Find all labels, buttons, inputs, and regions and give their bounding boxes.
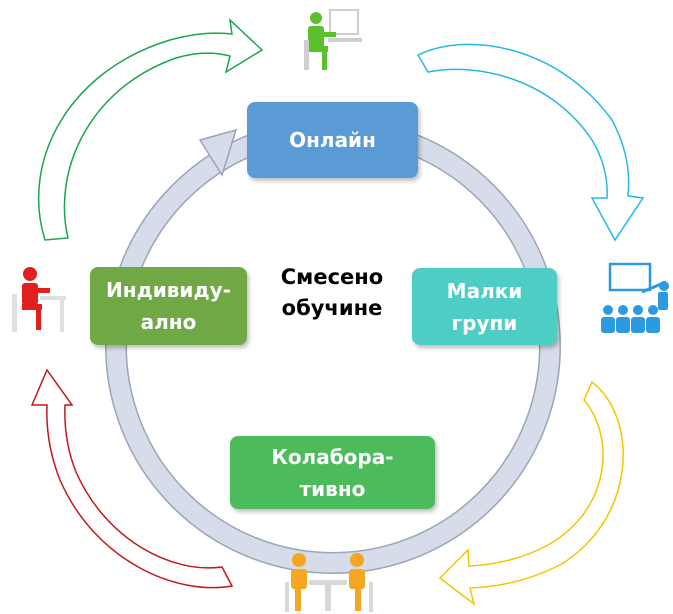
node-collaborative-line2: тивно: [299, 476, 366, 501]
person-at-computer-icon: [304, 9, 362, 70]
node-individual-line2: ално: [140, 310, 197, 334]
person-at-desk-icon: [12, 267, 66, 332]
center-title: Смесено обучине: [262, 262, 402, 324]
arrow-bottom-left: [30, 368, 234, 589]
center-title-line2: обучине: [281, 296, 383, 320]
node-small-groups-line2: групи: [451, 310, 518, 335]
node-individual-line1: Индивиду-: [106, 278, 231, 302]
two-people-at-table-icon: [285, 553, 373, 612]
node-small-groups: Малки групи: [412, 268, 557, 345]
node-online: Онлайн: [247, 102, 418, 178]
center-title-line1: Смесено: [280, 265, 384, 289]
node-collaborative: Колабора- тивно: [230, 436, 435, 509]
arrow-top-right: [416, 43, 645, 242]
node-small-groups-line1: Малки: [446, 278, 523, 303]
cycle-ring-arrowhead: [198, 128, 238, 177]
node-individual: Индивиду- ално: [90, 267, 247, 345]
node-collaborative-line1: Колабора-: [271, 444, 394, 469]
arrow-top-left: [37, 17, 264, 241]
group-presentation-icon: [601, 262, 669, 333]
arrow-bottom-right: [438, 380, 624, 606]
node-online-label: Онлайн: [289, 128, 376, 152]
